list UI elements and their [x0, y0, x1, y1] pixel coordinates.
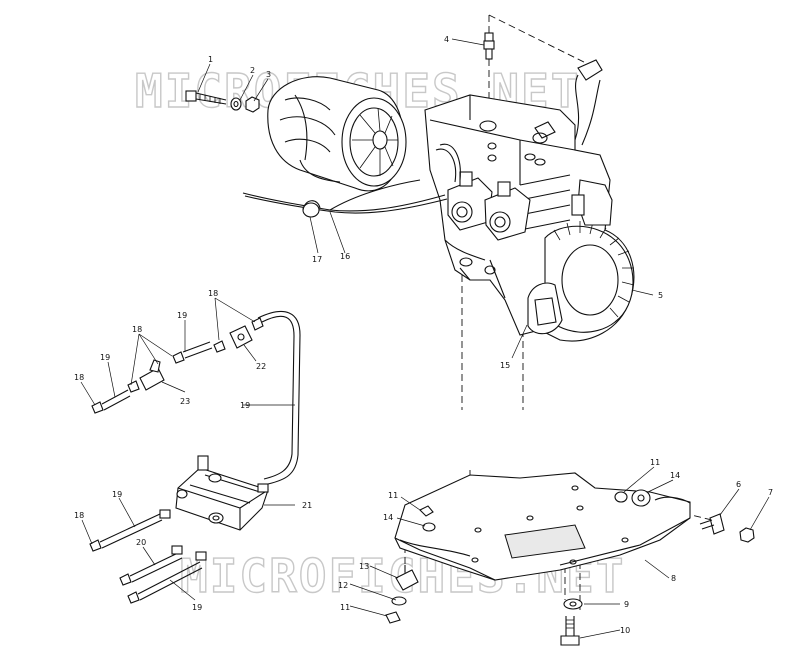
callout-21: 21	[302, 501, 312, 510]
callout-17: 17	[312, 255, 322, 264]
nut-part-7	[739, 527, 755, 543]
nut-part-3	[245, 96, 260, 113]
callout-18-top: 18	[208, 289, 218, 298]
callout-14-left: 14	[383, 513, 393, 522]
callout-23: 23	[180, 397, 190, 406]
bolt-part-1	[185, 90, 227, 105]
fuel-hoses-short	[99, 341, 213, 601]
callout-22: 22	[256, 362, 266, 371]
washers-left	[419, 505, 436, 532]
callout-18-left: 18	[74, 373, 84, 382]
callout-18-mid: 18	[132, 325, 142, 334]
callout-labels: 1 2 3 4 5 6 7 8 9 10 11 11 11 12 13 14 1…	[74, 35, 773, 635]
callout-19-lower: 19	[112, 490, 122, 499]
callout-5: 5	[658, 291, 663, 300]
callout-12: 12	[338, 581, 348, 590]
bumper-part-13	[395, 565, 419, 591]
callout-4: 4	[444, 35, 449, 44]
fitting-part-22	[229, 325, 253, 349]
callout-10: 10	[620, 626, 630, 635]
callout-6: 6	[736, 480, 741, 489]
throttle-cable-part-16	[242, 143, 461, 214]
washer-part-12	[391, 596, 407, 606]
callout-11-left: 11	[388, 491, 398, 500]
callout-2: 2	[250, 66, 255, 75]
callout-14-right: 14	[670, 471, 680, 480]
bolt-part-6	[699, 513, 725, 535]
callout-13: 13	[359, 562, 369, 571]
washers-right	[614, 489, 651, 507]
callout-11-bottom: 11	[340, 603, 350, 612]
callout-7: 7	[768, 488, 773, 497]
callout-1: 1	[208, 55, 213, 64]
hose-clamps-part-18	[89, 317, 264, 604]
leader-lines	[80, 38, 770, 639]
washer-part-2	[230, 97, 242, 111]
drive-clutch	[267, 76, 407, 192]
callout-15: 15	[500, 361, 510, 370]
callout-9: 9	[624, 600, 629, 609]
cable-clip-part-17	[302, 200, 321, 218]
bolt-part-10	[560, 616, 580, 646]
callout-11-right: 11	[650, 458, 660, 467]
nut-part-11	[385, 611, 401, 624]
fuel-pump-part-21	[159, 455, 269, 561]
callout-3: 3	[266, 70, 271, 79]
tee-fitting-part-23	[139, 359, 165, 391]
callout-19-left: 19	[100, 353, 110, 362]
callout-20: 20	[136, 538, 146, 547]
engine-block	[424, 59, 635, 342]
fuel-hose-long	[257, 310, 301, 485]
spark-plug-part-4	[483, 32, 495, 60]
callout-16: 16	[340, 252, 350, 261]
callout-19-hose: 19	[240, 401, 250, 410]
callout-8: 8	[671, 574, 676, 583]
callout-18-bottom: 18	[74, 511, 84, 520]
callout-19-bottom: 19	[192, 603, 202, 612]
washer-part-9	[563, 598, 583, 610]
callout-19-top: 19	[177, 311, 187, 320]
